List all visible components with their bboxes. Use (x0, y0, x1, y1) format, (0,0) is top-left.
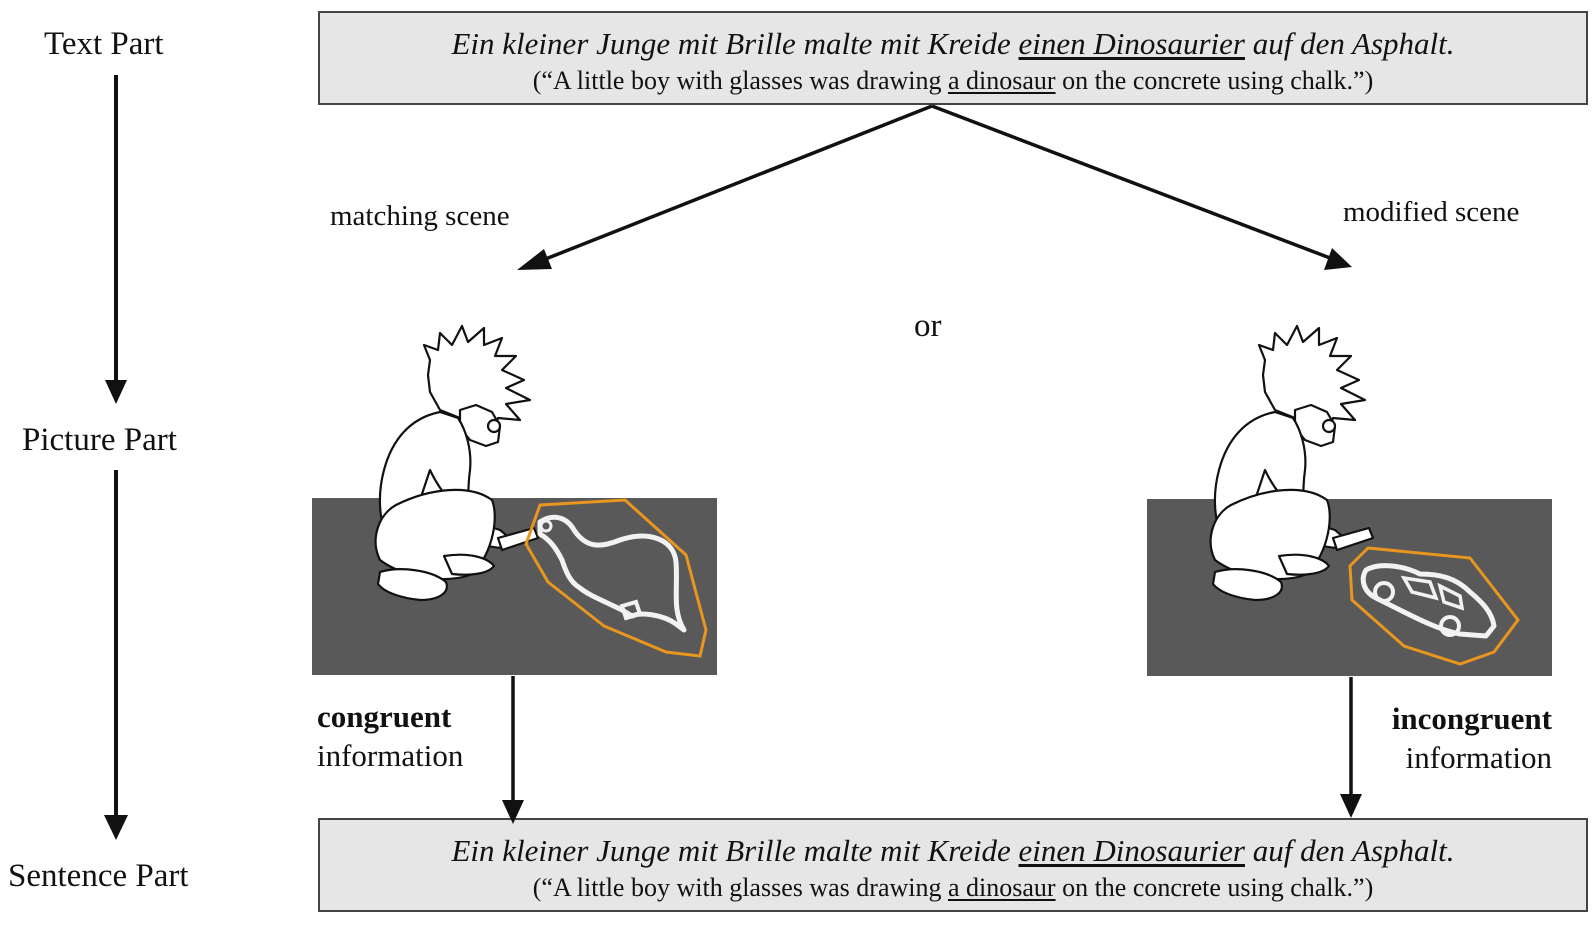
stage-label-picture-part: Picture Part (22, 422, 177, 458)
incongruent-info-text: information (1405, 739, 1552, 775)
branch-arrow-left (517, 104, 933, 270)
timeline-arrow-bottom (104, 470, 128, 840)
english-text-end: on the concrete using chalk.”) (1055, 65, 1374, 95)
sentence-part-box: Ein kleiner Junge mit Brille malte mit K… (318, 818, 1588, 912)
english-text-end: on the concrete using chalk.”) (1055, 872, 1374, 902)
english-target-word: a dinosaur (947, 872, 1056, 902)
german-target-word: einen Dinosaurier (1018, 26, 1245, 61)
target-highlight-outline (524, 498, 708, 658)
german-text-end: auf den Asphalt. (1244, 833, 1455, 868)
incongruent-arrow (1340, 677, 1362, 818)
german-text-end: auf den Asphalt. (1244, 26, 1455, 61)
incongruent-bold-text: incongruent (1391, 701, 1552, 736)
english-target-word: a dinosaur (947, 65, 1056, 95)
german-sentence: Ein kleiner Junge mit Brille malte mit K… (320, 26, 1586, 62)
english-text-start: (“A little boy with glasses was drawing (532, 65, 948, 95)
stage-label-text-part: Text Part (44, 26, 164, 62)
incongruent-info-label: incongruent information (1360, 700, 1552, 778)
matching-scene-picture (312, 324, 717, 675)
boy-figure (374, 324, 540, 602)
branch-arrow-right (931, 104, 1352, 270)
dinosaur-chalk-drawing (537, 514, 687, 633)
german-sentence: Ein kleiner Junge mit Brille malte mit K… (320, 833, 1586, 869)
or-label: or (914, 308, 942, 344)
congruent-info-label: congruent information (317, 698, 463, 776)
german-text-start: Ein kleiner Junge mit Brille malte mit K… (451, 26, 1019, 61)
matching-scene-label: matching scene (330, 200, 510, 232)
english-translation: (“A little boy with glasses was drawing … (320, 66, 1586, 96)
congruent-arrow (502, 676, 524, 824)
text-part-box: Ein kleiner Junge mit Brille malte mit K… (318, 11, 1588, 105)
stage-label-sentence-part: Sentence Part (8, 858, 189, 894)
timeline-arrow-top (105, 75, 127, 404)
english-text-start: (“A little boy with glasses was drawing (532, 872, 948, 902)
modified-scene-picture (1147, 324, 1552, 676)
congruent-info-text: information (317, 737, 464, 773)
congruent-bold-text: congruent (317, 699, 452, 734)
german-text-start: Ein kleiner Junge mit Brille malte mit K… (451, 833, 1019, 868)
english-translation: (“A little boy with glasses was drawing … (320, 873, 1586, 903)
boy-figure (1209, 324, 1375, 602)
target-highlight-outline (1348, 546, 1520, 666)
modified-scene-label: modified scene (1343, 196, 1520, 228)
german-target-word: einen Dinosaurier (1018, 833, 1245, 868)
